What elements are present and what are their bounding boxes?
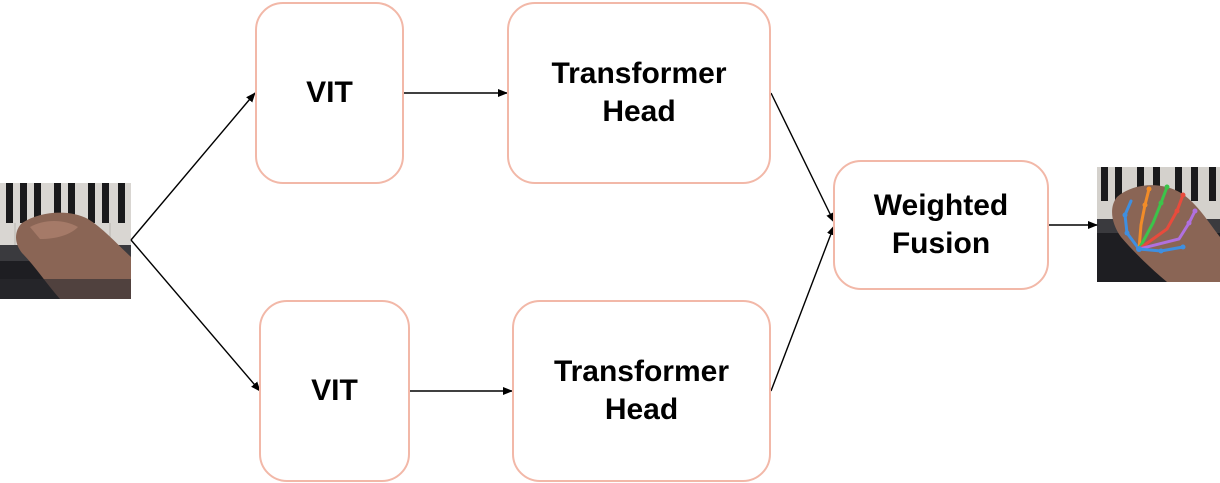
arrow-input-to-vit-top — [130, 92, 256, 241]
output-hand-pose-image — [1097, 167, 1220, 282]
transformer-head-bottom-box: Transformer Head — [512, 300, 771, 482]
arrow-transformer-head-top-to-fusion — [770, 92, 835, 223]
vit-top-box: VIT — [255, 2, 404, 184]
transformer-head-top-label-line2: Head — [602, 95, 676, 128]
weighted-fusion-box: Weighted Fusion — [833, 160, 1049, 290]
transformer-head-top-box: Transformer Head — [507, 2, 771, 184]
vit-bottom-box: VIT — [259, 300, 410, 482]
vit-top-label: VIT — [306, 76, 353, 109]
arrow-input-to-vit-bottom — [130, 239, 261, 392]
vit-bottom-label: VIT — [311, 374, 358, 407]
weighted-fusion-label-line1: Weighted — [873, 189, 1009, 222]
transformer-head-bottom-label-line1: Transformer — [553, 355, 730, 388]
input-hand-image — [0, 183, 131, 299]
transformer-head-top-label-line1: Transformer — [551, 57, 727, 90]
weighted-fusion-label-line2: Fusion — [891, 227, 991, 260]
arrow-transformer-head-bottom-to-fusion — [770, 225, 835, 392]
transformer-head-bottom-label-line2: Head — [604, 393, 679, 426]
